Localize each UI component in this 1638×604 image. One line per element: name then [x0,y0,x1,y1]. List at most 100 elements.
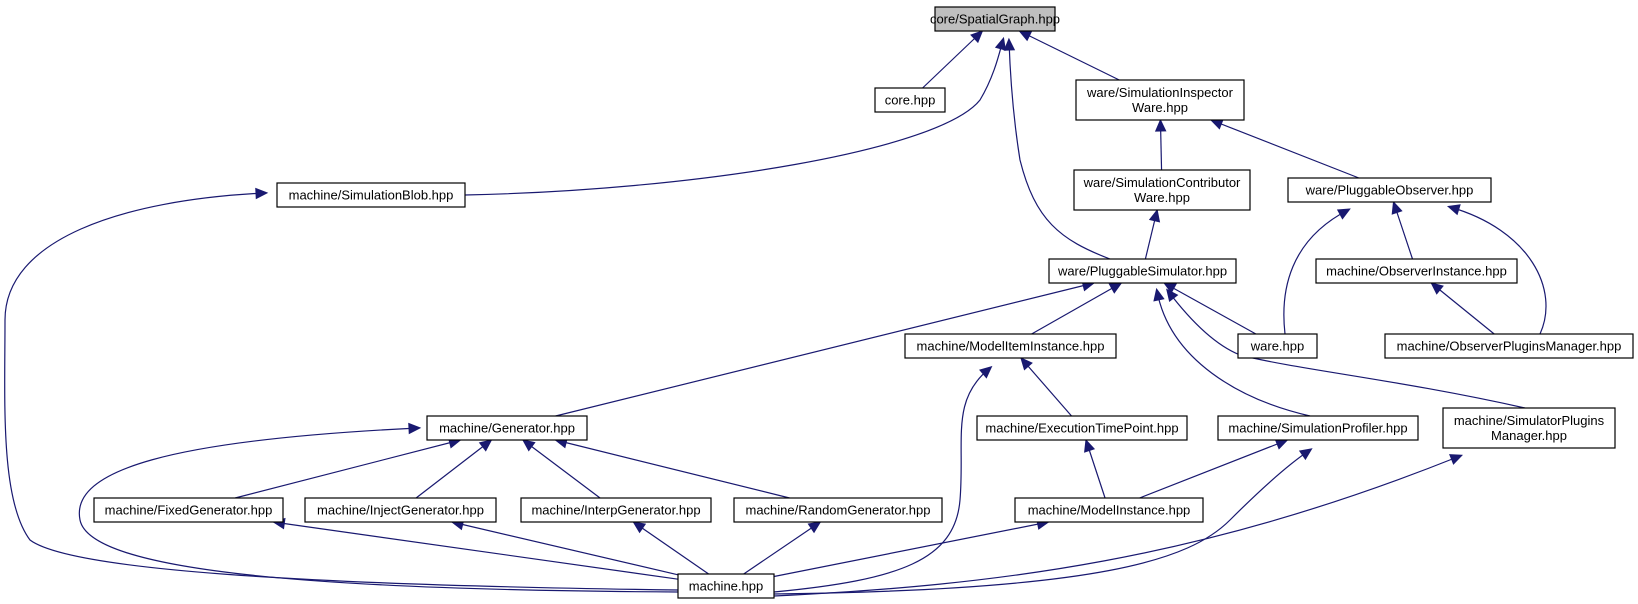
node-generator-box [426,415,588,441]
edge-machine-to-modelitem-arrowhead [979,365,993,379]
edge-machine-to-modelitem [773,367,991,593]
edge-exectime-to-modelitem-arrowhead [1020,357,1033,371]
edge-random-to-generator [555,439,790,499]
node-core-box [874,87,946,113]
node-obsinst[interactable]: machine/ObserverInstance.hpp [1315,258,1518,284]
edge-machine-to-simplug [773,455,1461,597]
edge-profiler-to-psim-arrowhead [1153,287,1165,302]
edge-core-to-spatial-arrowhead [970,30,984,44]
edge-inspector-to-spatial-arrowhead [1018,30,1033,42]
node-psim-box [1048,258,1237,284]
edge-ware-to-psim [1163,282,1257,335]
node-contributor-label-1: Ware.hpp [1134,190,1190,205]
edge-machine-to-interp [633,521,709,575]
node-obsinst-box [1315,258,1518,284]
edge-ware-to-pobserver [1283,209,1349,335]
edge-pobserver-to-inspector [1210,119,1360,179]
node-contributor-label-0: ware/SimulationContributor [1083,175,1241,190]
node-obsplug[interactable]: machine/ObserverPluginsManager.hpp [1384,333,1634,359]
node-profiler[interactable]: machine/SimulationProfiler.hpp [1217,415,1419,441]
node-generator-label-0: machine/Generator.hpp [439,421,575,436]
node-pobserver-label-0: ware/PluggableObserver.hpp [1305,183,1474,198]
node-layer: core/SpatialGraph.hpp core.hpp ware/Simula… [93,6,1634,599]
node-modelinst-label-0: machine/ModelInstance.hpp [1028,503,1191,518]
edge-inject-to-generator [415,439,492,499]
node-blob-label-0: machine/SimulationBlob.hpp [289,188,454,203]
node-fixed-box [93,497,284,523]
node-modelinst[interactable]: machine/ModelInstance.hpp [1014,497,1204,523]
edge-modelinst-to-profiler-arrowhead [1274,438,1289,450]
node-exectime[interactable]: machine/ExecutionTimePoint.hpp [976,415,1188,441]
edge-blob-to-spatial-arrowhead [994,36,1007,51]
edge-psim-to-spatial-arrowhead [1003,37,1016,51]
node-inject-box [304,497,497,523]
edge-modelinst-to-profiler [1139,439,1288,499]
edge-pobserver-to-inspector-arrowhead [1209,118,1224,130]
node-spatial-box [934,6,1056,32]
node-inject[interactable]: machine/InjectGenerator.hpp [304,497,497,523]
node-blob[interactable]: machine/SimulationBlob.hpp [276,182,466,208]
edge-fixed-to-generator [234,439,461,499]
edge-generator-to-psim [555,282,1095,417]
edge-machine-to-generator [78,427,679,593]
node-random-label-0: machine/RandomGenerator.hpp [745,503,930,518]
edge-exectime-to-modelitem [1020,357,1072,417]
node-fixed[interactable]: machine/FixedGenerator.hpp [93,497,284,523]
node-machine[interactable]: machine.hpp [677,573,775,599]
node-inspector-label-1: Ware.hpp [1132,100,1188,115]
node-random[interactable]: machine/RandomGenerator.hpp [733,497,943,523]
node-simplug-label-0: machine/SimulatorPlugins [1454,413,1605,428]
edge-obsplug-to-obsinst-arrowhead [1430,282,1444,295]
node-simplug-box [1442,407,1616,449]
edge-obsinst-to-pobserver-arrowhead [1391,200,1403,215]
node-inspector-label-0: ware/SimulationInspector [1086,85,1234,100]
edge-simplug-to-psim [1167,290,1526,409]
node-modelitem-label-0: machine/ModelItemInstance.hpp [917,339,1105,354]
edge-machine-to-profiler [773,449,1311,595]
edge-machine-to-simplug-arrowhead [1449,454,1463,465]
node-ware-box [1237,333,1318,359]
node-obsplug-box [1384,333,1634,359]
node-obsinst-label-0: machine/ObserverInstance.hpp [1326,264,1507,279]
node-interp[interactable]: machine/InterpGenerator.hpp [520,497,712,523]
node-interp-box [520,497,712,523]
edge-obsplug-to-pobserver [1449,206,1547,335]
node-ware-label-0: ware.hpp [1250,339,1304,354]
node-modelitem[interactable]: machine/ModelItemInstance.hpp [904,333,1117,359]
edge-psim-to-spatial [1008,40,1111,260]
node-machine-box [677,573,775,599]
edge-inspector-to-spatial [1019,30,1120,81]
node-generator[interactable]: machine/Generator.hpp [426,415,588,441]
node-contributor-box [1073,169,1251,211]
node-interp-label-0: machine/InterpGenerator.hpp [531,503,700,518]
node-inject-label-0: machine/InjectGenerator.hpp [317,503,484,518]
edge-blob-to-spatial [464,39,1004,196]
edge-machine-to-blob [4,192,679,591]
edge-machine-to-profiler-arrowhead [1298,448,1313,461]
node-pobserver-box [1287,177,1492,203]
edge-layer [4,30,1547,597]
edge-psim-to-contributor-arrowhead [1148,208,1161,223]
node-modelitem-box [904,333,1117,359]
node-core[interactable]: core.hpp [874,87,946,113]
edge-simplug-to-psim-arrowhead [1166,288,1179,303]
edge-obsplug-to-pobserver-arrowhead [1446,204,1461,216]
node-pobserver[interactable]: ware/PluggableObserver.hpp [1287,177,1492,203]
node-modelinst-box [1014,497,1204,523]
node-inspector-box [1075,79,1245,121]
edge-modelitem-to-psim [1031,282,1122,335]
edge-modelinst-to-exectime-arrowhead [1084,438,1096,453]
node-ware[interactable]: ware.hpp [1237,333,1318,359]
edge-machine-to-generator-arrowhead [408,422,422,435]
edge-machine-to-fixed [273,521,679,580]
node-random-box [733,497,943,523]
edge-interp-to-generator-arrowhead [521,439,536,452]
node-psim[interactable]: ware/PluggableSimulator.hpp [1048,258,1237,284]
edge-profiler-to-psim [1156,290,1311,417]
edge-contributor-to-inspector-arrowhead [1154,118,1167,132]
node-spatial[interactable]: core/SpatialGraph.hpp [930,6,1060,32]
